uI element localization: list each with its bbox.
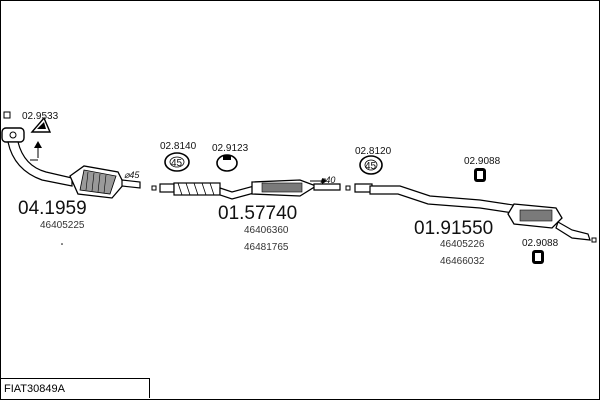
part-code: 02.9533	[22, 111, 59, 122]
part-code: 02.9088	[464, 156, 501, 167]
part-code-large: 01.57740	[218, 203, 297, 224]
clamp-icon	[359, 155, 383, 175]
clamp-icon	[216, 154, 238, 172]
exhaust-flange-icon	[1, 111, 25, 143]
oem-number: 46406360	[244, 225, 289, 236]
oem-number: 46405226	[440, 239, 485, 250]
diagram-title: FIAT30849A	[0, 378, 150, 398]
oem-number: 46481765	[244, 242, 289, 253]
oem-number: 46405225	[40, 220, 85, 231]
arrow-icon	[30, 141, 42, 161]
clamp-icon	[164, 152, 190, 172]
middle-outlet-arrow-icon	[310, 178, 327, 184]
hanger-icon	[474, 168, 486, 182]
part-code: 02.9088	[522, 238, 559, 249]
clamp-size: 45	[365, 161, 377, 172]
dot-marker	[61, 243, 63, 245]
middle-pipe	[159, 179, 341, 200]
gasket-icon	[30, 116, 52, 133]
part-code-large: 04.1959	[18, 198, 87, 219]
joint-marker	[345, 185, 351, 191]
part-code: 02.8120	[355, 146, 392, 157]
rear-silencer-icon	[507, 203, 597, 243]
catalytic-converter-icon	[69, 165, 141, 199]
diameter-label: ⌀40	[320, 175, 335, 185]
part-code-large: 01.91550	[414, 218, 493, 239]
diameter-label: ⌀45	[124, 170, 140, 180]
joint-marker	[151, 185, 157, 191]
hanger-icon	[532, 250, 544, 264]
part-code: 02.9123	[212, 143, 249, 154]
rear-pipe	[354, 183, 521, 215]
front-pipe	[7, 141, 73, 187]
part-code: 02.8140	[160, 141, 197, 152]
oem-number: 46466032	[440, 256, 485, 267]
clamp-size: 45	[171, 158, 183, 169]
